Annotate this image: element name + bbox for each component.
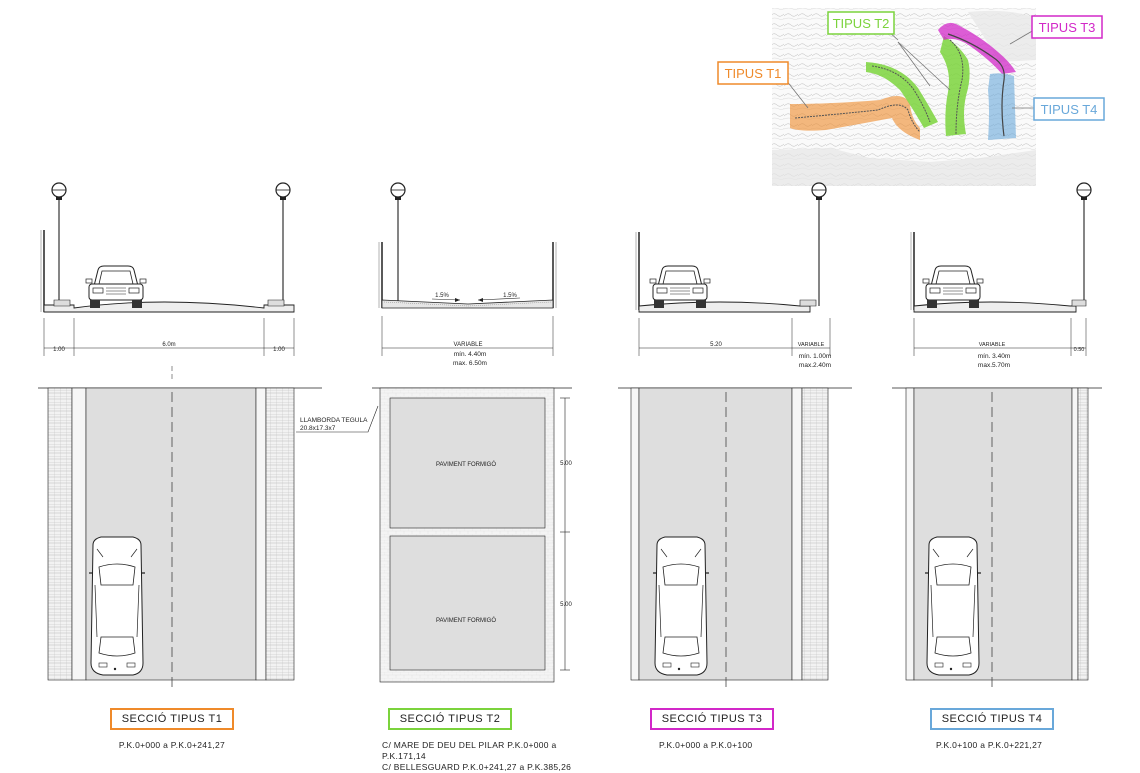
key-label-t4-box xyxy=(1033,97,1105,121)
section-t4-title: SECCIÓ TIPUS T4 xyxy=(929,708,1055,730)
key-map xyxy=(772,8,1036,186)
key-label-t1: TIPUS T1 xyxy=(725,66,782,81)
key-label-t2: TIPUS T2 xyxy=(833,16,890,31)
key-label-t2-box xyxy=(827,11,895,35)
section-t1-range: P.K.0+000 a P.K.0+241,27 xyxy=(52,740,292,751)
section-t2-pavement-upper: PAVIMENT FORMIGÓ xyxy=(436,461,496,468)
section-t4-dim-right: 0.50 xyxy=(1074,347,1085,353)
section-t4-plan xyxy=(892,387,1102,690)
section-t2-elevation xyxy=(378,182,557,356)
section-t2-range-line-2: C/ BELLESGUARD P.K.0+241,27 a P.K.385,26 xyxy=(382,762,572,772)
section-t3-caption: SECCIÓ TIPUS T3 P.K.0+000 a P.K.0+100 xyxy=(592,708,832,751)
section-t4-dim-variable: VARIABLE xyxy=(979,342,1006,348)
key-label-t3-box xyxy=(1031,15,1103,39)
t3-route xyxy=(938,22,1016,74)
section-t1-dim-left-sidewalk: 1.00 xyxy=(53,347,65,353)
section-t4-dim-max: max.5.70m xyxy=(978,362,1010,369)
section-t2-dim-max: max. 6.50m xyxy=(453,360,487,367)
section-t1-plan xyxy=(38,387,322,690)
section-t4-elevation xyxy=(910,182,1092,356)
section-t1-dim-roadway: 6.0m xyxy=(162,342,175,348)
section-t3-elevation xyxy=(635,182,831,356)
section-t4-range: P.K.0+100 a P.K.0+221,27 xyxy=(872,740,1112,751)
section-t2-callout-size: 20.8x17.3x7 xyxy=(300,425,336,432)
section-t4-range-line: P.K.0+100 a P.K.0+221,27 xyxy=(936,740,1043,750)
annotation-layer: 1.00 6.0m 1.00 VARIABLE mín. 4.40m max. 6.50m… xyxy=(53,293,1084,624)
section-t3-title: SECCIÓ TIPUS T3 xyxy=(649,708,775,730)
section-t1-dim-right-sidewalk: 1.00 xyxy=(273,347,285,353)
section-t3-dim-max: max.2.40m xyxy=(799,362,831,369)
section-t1-caption: SECCIÓ TIPUS T1 P.K.0+000 a P.K.0+241,27 xyxy=(52,708,292,751)
section-t3-dim-min: mín. 1.00m xyxy=(799,353,832,360)
section-t4-dim-min: mín. 3.40m xyxy=(978,353,1011,360)
section-t3-plan xyxy=(618,387,852,690)
section-t2-plan xyxy=(296,387,572,683)
section-t2-title: SECCIÓ TIPUS T2 xyxy=(387,708,513,730)
section-t4-caption: SECCIÓ TIPUS T4 P.K.0+100 a P.K.0+221,27 xyxy=(872,708,1112,751)
section-t3-dim-roadway: 5.20 xyxy=(710,342,722,348)
section-t2-slope-right: 1.5% xyxy=(503,293,517,299)
section-t3-range-line: P.K.0+000 a P.K.0+100 xyxy=(659,740,753,750)
key-label-t3: TIPUS T3 xyxy=(1039,20,1096,35)
section-t1-elevation xyxy=(40,182,295,380)
section-t3-dim-variable: VARIABLE xyxy=(798,342,825,348)
section-t1-title: SECCIÓ TIPUS T1 xyxy=(109,708,235,730)
section-t1-range-line: P.K.0+000 a P.K.0+241,27 xyxy=(118,740,226,750)
section-t2-block-dim-lower: 5.00 xyxy=(560,602,572,608)
section-t2-slope-left: 1.5% xyxy=(435,293,449,299)
section-t2-dim-min: mín. 4.40m xyxy=(454,351,487,358)
section-t2-range-line-1: C/ MARE DE DEU DEL PILAR P.K.0+000 a P.K… xyxy=(382,740,557,761)
section-t3-range: P.K.0+000 a P.K.0+100 xyxy=(592,740,832,751)
section-t2-block-dim-upper: 5.00 xyxy=(560,461,572,467)
key-label-t1-box xyxy=(717,61,789,85)
section-t2-caption: SECCIÓ TIPUS T2 C/ MARE DE DEU DEL PILAR… xyxy=(320,708,580,773)
t1-route xyxy=(790,96,920,140)
section-t2-range: C/ MARE DE DEU DEL PILAR P.K.0+000 a P.K… xyxy=(320,740,580,773)
section-t2-dim-variable: VARIABLE xyxy=(454,342,483,348)
section-t2-callout-material: LLAMBORDA TEGULA xyxy=(300,417,368,424)
t2-route-a xyxy=(866,62,938,128)
section-t2-pavement-lower: PAVIMENT FORMIGÓ xyxy=(436,617,496,624)
key-map-labels: TIPUS T1 TIPUS T2 TIPUS T3 TIPUS T4 xyxy=(717,11,1105,121)
key-label-t4: TIPUS T4 xyxy=(1041,102,1098,117)
